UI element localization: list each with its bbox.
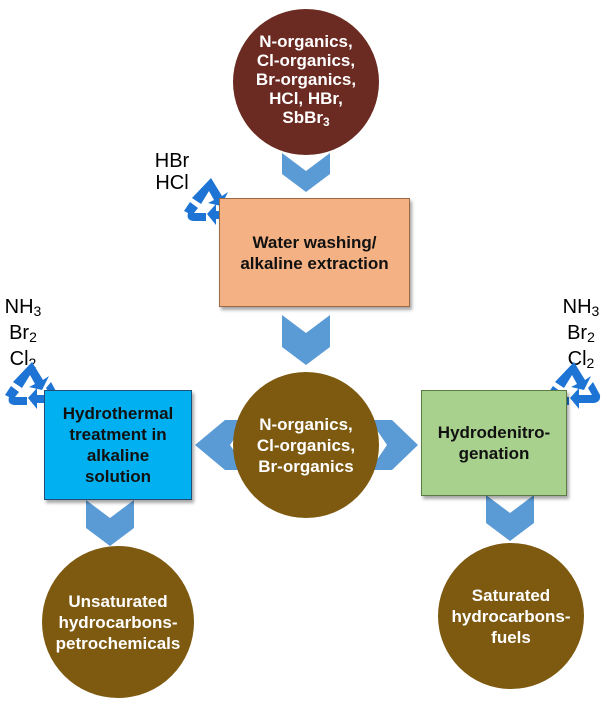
wash-recovered-gases: HBr HCl xyxy=(150,150,194,194)
right-product-line-2: hydrocarbons- xyxy=(451,606,571,626)
left-gas-2-sub: 2 xyxy=(29,329,37,345)
left-gas-2-base: Br xyxy=(9,322,30,344)
left-box-line-1: Hydrothermal xyxy=(62,404,174,423)
right-box-line-1: Hydrodenitro- xyxy=(437,423,551,442)
top-circle-line-2: Cl-organics, xyxy=(256,51,356,70)
left-box-line-3: alkaline xyxy=(86,446,150,465)
top-circle-line-5: SbBr3 xyxy=(256,108,356,132)
sbbr-subscript: 3 xyxy=(322,115,330,129)
right-box-line-2: genation xyxy=(458,444,530,463)
top-circle-line-1: N-organics, xyxy=(259,32,353,51)
remaining-organics-circle: N-organics, Cl-organics, Br-organics xyxy=(233,372,379,518)
right-gas-1-sub: 3 xyxy=(591,303,600,319)
left-gas-1: NH3 xyxy=(0,296,46,322)
left-gas-3-base: Cl xyxy=(9,348,29,370)
arrow-down-right xyxy=(486,495,534,541)
saturated-hydrocarbons-circle: Saturated hydrocarbons- fuels xyxy=(438,543,584,689)
arrow-down-top xyxy=(282,153,330,192)
arrow-down-left xyxy=(86,500,134,546)
recovered-hcl: HCl xyxy=(155,172,189,194)
right-product-line-3: fuels xyxy=(491,627,531,647)
wash-box-line-2: alkaline extraction xyxy=(240,253,389,273)
center-circle-line-1: N-organics, xyxy=(259,414,353,434)
left-gas-1-base: NH xyxy=(4,296,34,318)
right-gas-3-sub: 2 xyxy=(586,355,595,371)
input-organics-circle: N-organics, Cl-organics, Br-organics, HC… xyxy=(233,9,379,155)
right-gas-1-base: NH xyxy=(562,296,592,318)
wash-box-line-1: Water washing/ xyxy=(252,232,377,252)
left-gas-2: Br2 xyxy=(0,322,46,348)
left-box-line-4: solution xyxy=(84,467,152,486)
left-product-line-3: petrochemicals xyxy=(55,633,181,653)
right-gas-2-sub: 2 xyxy=(587,329,595,345)
center-circle-line-3: Br-organics xyxy=(258,456,354,476)
right-gas-1: NH3 xyxy=(558,296,604,322)
recovered-hbr: HBr xyxy=(154,150,190,172)
water-washing-box: Water washing/ alkaline extraction xyxy=(219,198,410,307)
left-box-line-2: treatment in xyxy=(69,425,167,444)
left-product-line-2: hydrocarbons- xyxy=(58,612,178,632)
left-product-line-1: Unsaturated xyxy=(68,591,168,611)
unsaturated-hydrocarbons-circle: Unsaturated hydrocarbons- petrochemicals xyxy=(42,546,194,698)
top-circle-line-4: HCl, HBr, xyxy=(269,89,343,108)
hydrothermal-treatment-box: Hydrothermal treatment in alkaline solut… xyxy=(44,390,192,500)
arrow-down-middle xyxy=(282,315,330,365)
arrow-right xyxy=(370,420,418,470)
center-circle-line-2: Cl-organics, xyxy=(256,435,356,455)
right-product-line-1: Saturated xyxy=(471,585,551,605)
right-gas-2: Br2 xyxy=(558,322,604,348)
sbbr-base: SbBr xyxy=(282,108,323,127)
right-gas-2-base: Br xyxy=(567,322,588,344)
top-circle-line-3: Br-organics, xyxy=(255,70,357,89)
hydrodenitrogenation-box: Hydrodenitro- genation xyxy=(421,390,567,496)
left-gas-1-sub: 3 xyxy=(33,303,42,319)
